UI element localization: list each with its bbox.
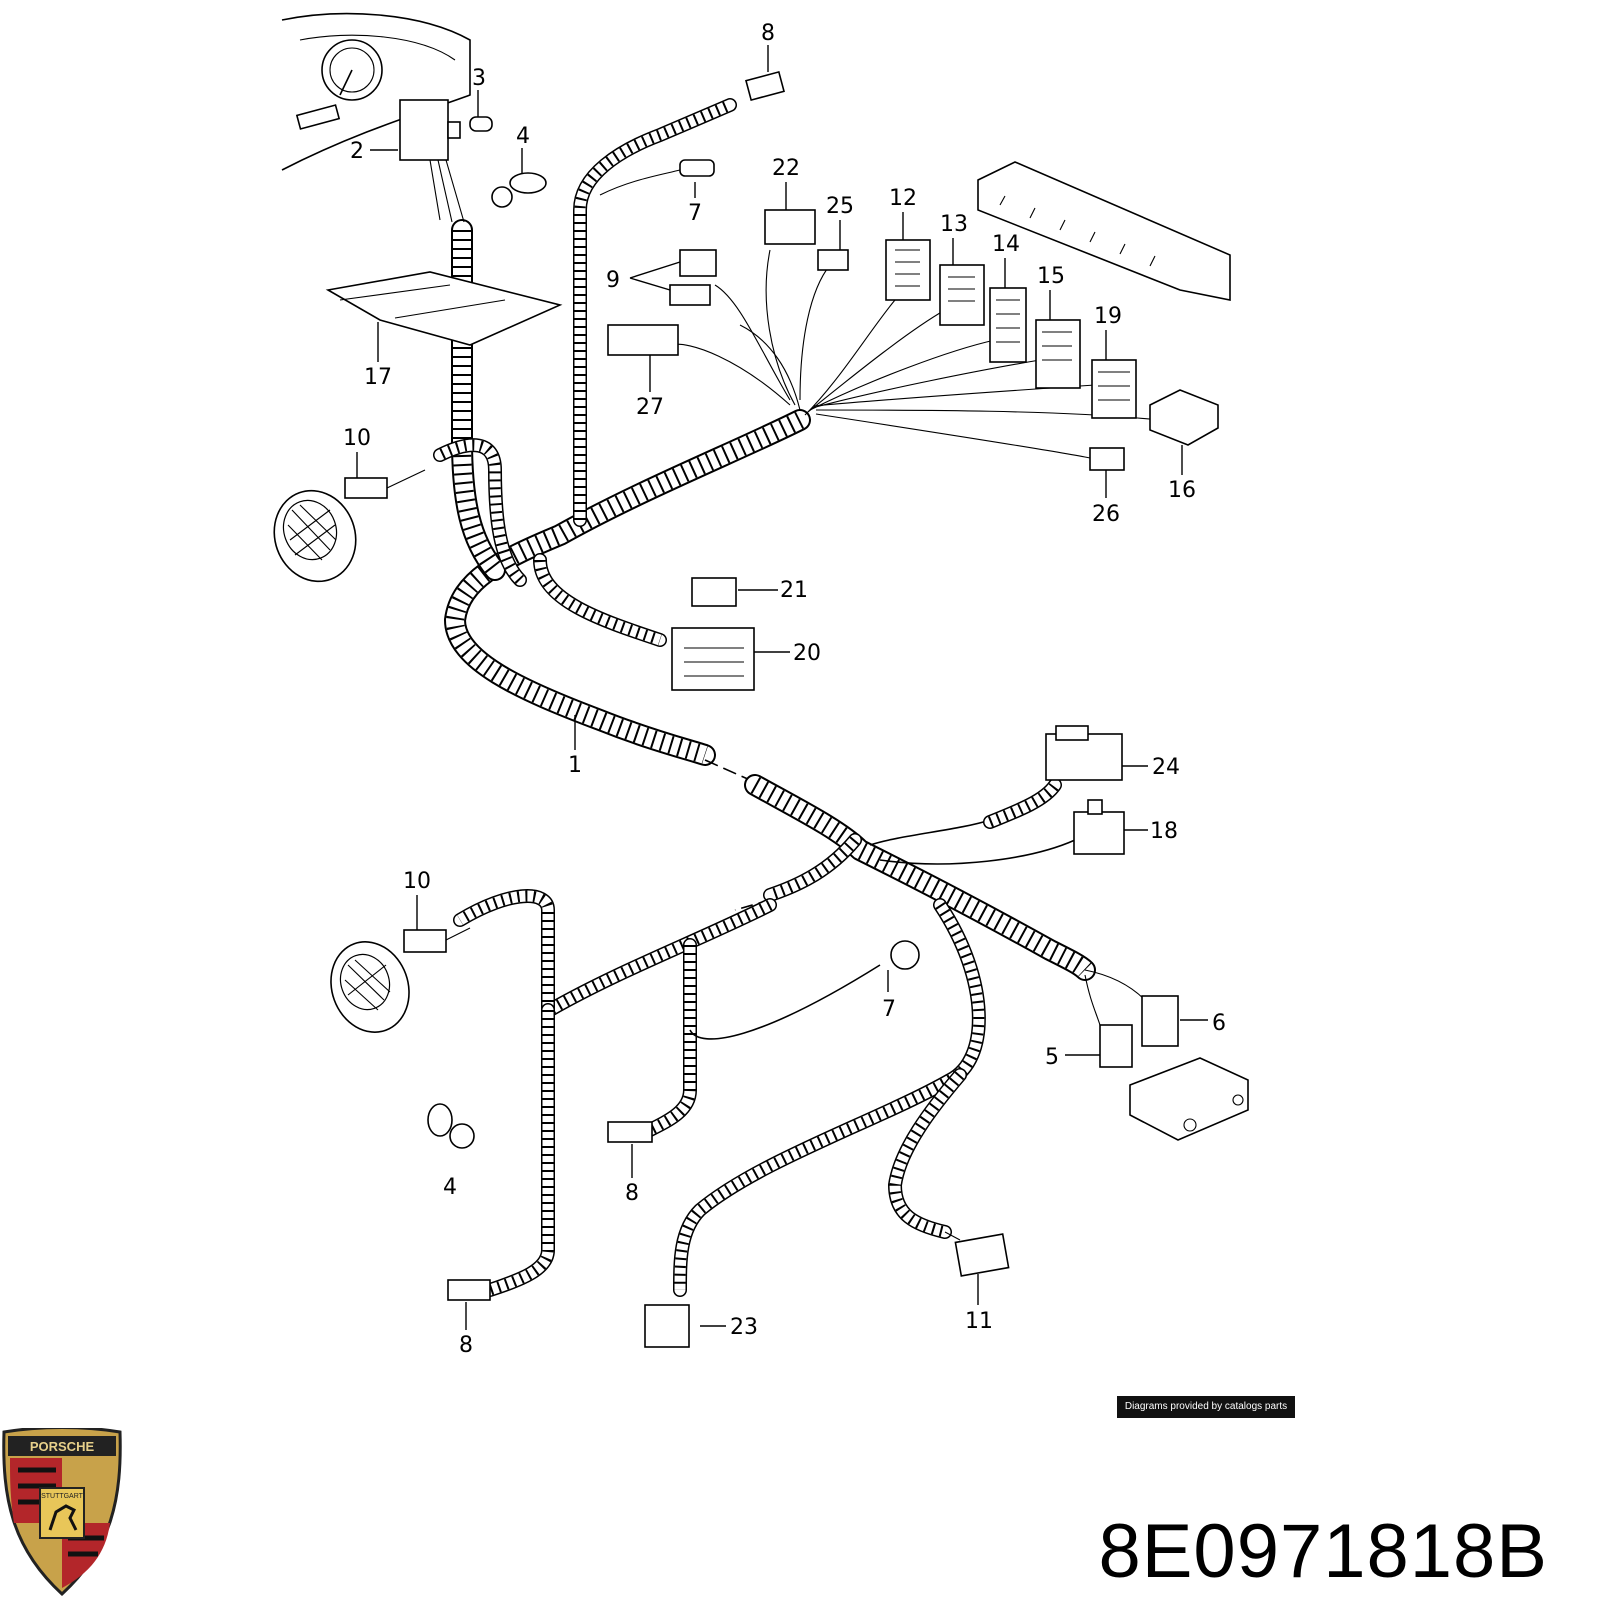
part-11-connector [944,1231,1010,1277]
radio-unit [1129,1057,1249,1141]
callout-14: 14 [992,232,1020,257]
callout-21: 21 [780,578,808,603]
part-5-connector [1084,974,1133,1068]
callout-7-upper: 7 [688,201,702,226]
callout-16: 16 [1168,478,1196,503]
callout-8-top: 8 [761,21,775,46]
callout-22: 22 [772,156,800,181]
callout-12: 12 [889,186,917,211]
fuse-box-cover [977,161,1231,301]
callout-8-lower: 8 [459,1333,473,1358]
leader-lines [356,45,1208,1330]
callout-19: 19 [1094,304,1122,329]
svg-text:PORSCHE: PORSCHE [30,1439,95,1454]
callout-17: 17 [364,365,392,390]
part-20-connector [671,627,755,691]
part-18-connector [1073,799,1125,855]
callout-4-upper: 4 [516,124,530,149]
callout-3: 3 [472,66,486,91]
callout-6: 6 [1212,1011,1226,1036]
part-21-connector [691,577,737,607]
instrument-cluster [281,12,471,171]
diagram-credit-badge: Diagrams provided by catalogs parts [1117,1396,1295,1418]
part-22-connector [764,209,816,245]
callout-labels: 1 2 3 4 4 5 6 7 7 8 8 8 9 10 10 11 12 13… [343,21,1226,1358]
part-8-connector-top [745,70,785,102]
part-23-connector [644,1304,690,1348]
callout-2: 2 [350,139,364,164]
part-7-sensor-upper [599,159,715,196]
callout-9: 9 [606,268,620,293]
part-24-connector [1045,725,1123,781]
callout-26: 26 [1092,502,1120,527]
callout-13: 13 [940,212,968,237]
part-8-connector-lower [447,1279,491,1301]
part-number: 8E0971818B [1098,1509,1548,1594]
callout-11: 11 [965,1309,993,1334]
part-15-relay [1035,319,1081,389]
part-14-relay [989,287,1027,363]
callout-18: 18 [1150,819,1178,844]
callout-25: 25 [826,194,854,219]
callout-15: 15 [1037,264,1065,289]
callout-8-middle: 8 [625,1181,639,1206]
part-10-connector-lower [403,927,471,953]
callout-24: 24 [1152,755,1180,780]
part-26-connector [1089,447,1125,471]
speaker-upper [273,489,357,583]
part-16-connector [1149,389,1219,446]
part-6-connector [1084,969,1179,1047]
part-4-bulb-holder-upper [491,172,547,208]
svg-text:STUTTGART: STUTTGART [41,1493,84,1500]
porsche-crest-logo: PORSCHE STUTTGART [2,1428,122,1597]
part-13-relay [939,264,985,326]
part-8-connector-middle [607,1121,653,1143]
callout-5: 5 [1045,1045,1059,1070]
part-27-connector [607,324,679,356]
callout-23: 23 [730,1315,758,1340]
callout-10-upper: 10 [343,426,371,451]
callout-7-lower: 7 [882,997,896,1022]
part-19-relay [1091,359,1137,419]
part-17-bracket [325,271,563,346]
callout-4-lower: 4 [443,1175,457,1200]
relay-fanout-wires [669,249,1161,459]
part-4-bulb-holder-lower [427,1103,475,1149]
part-10-connector-upper [344,469,426,499]
callout-1: 1 [568,753,582,778]
speaker-lower [330,941,410,1033]
callout-20: 20 [793,641,821,666]
main-harness [433,98,1096,1297]
part-9-relay [669,249,717,306]
part-2-switch [399,99,465,223]
part-3-clip [469,116,493,132]
callout-27: 27 [636,395,664,420]
part-12-relay [885,239,931,301]
part-7-sensor-lower [890,940,920,970]
callout-10-lower: 10 [403,869,431,894]
part-25-connector [817,249,849,271]
